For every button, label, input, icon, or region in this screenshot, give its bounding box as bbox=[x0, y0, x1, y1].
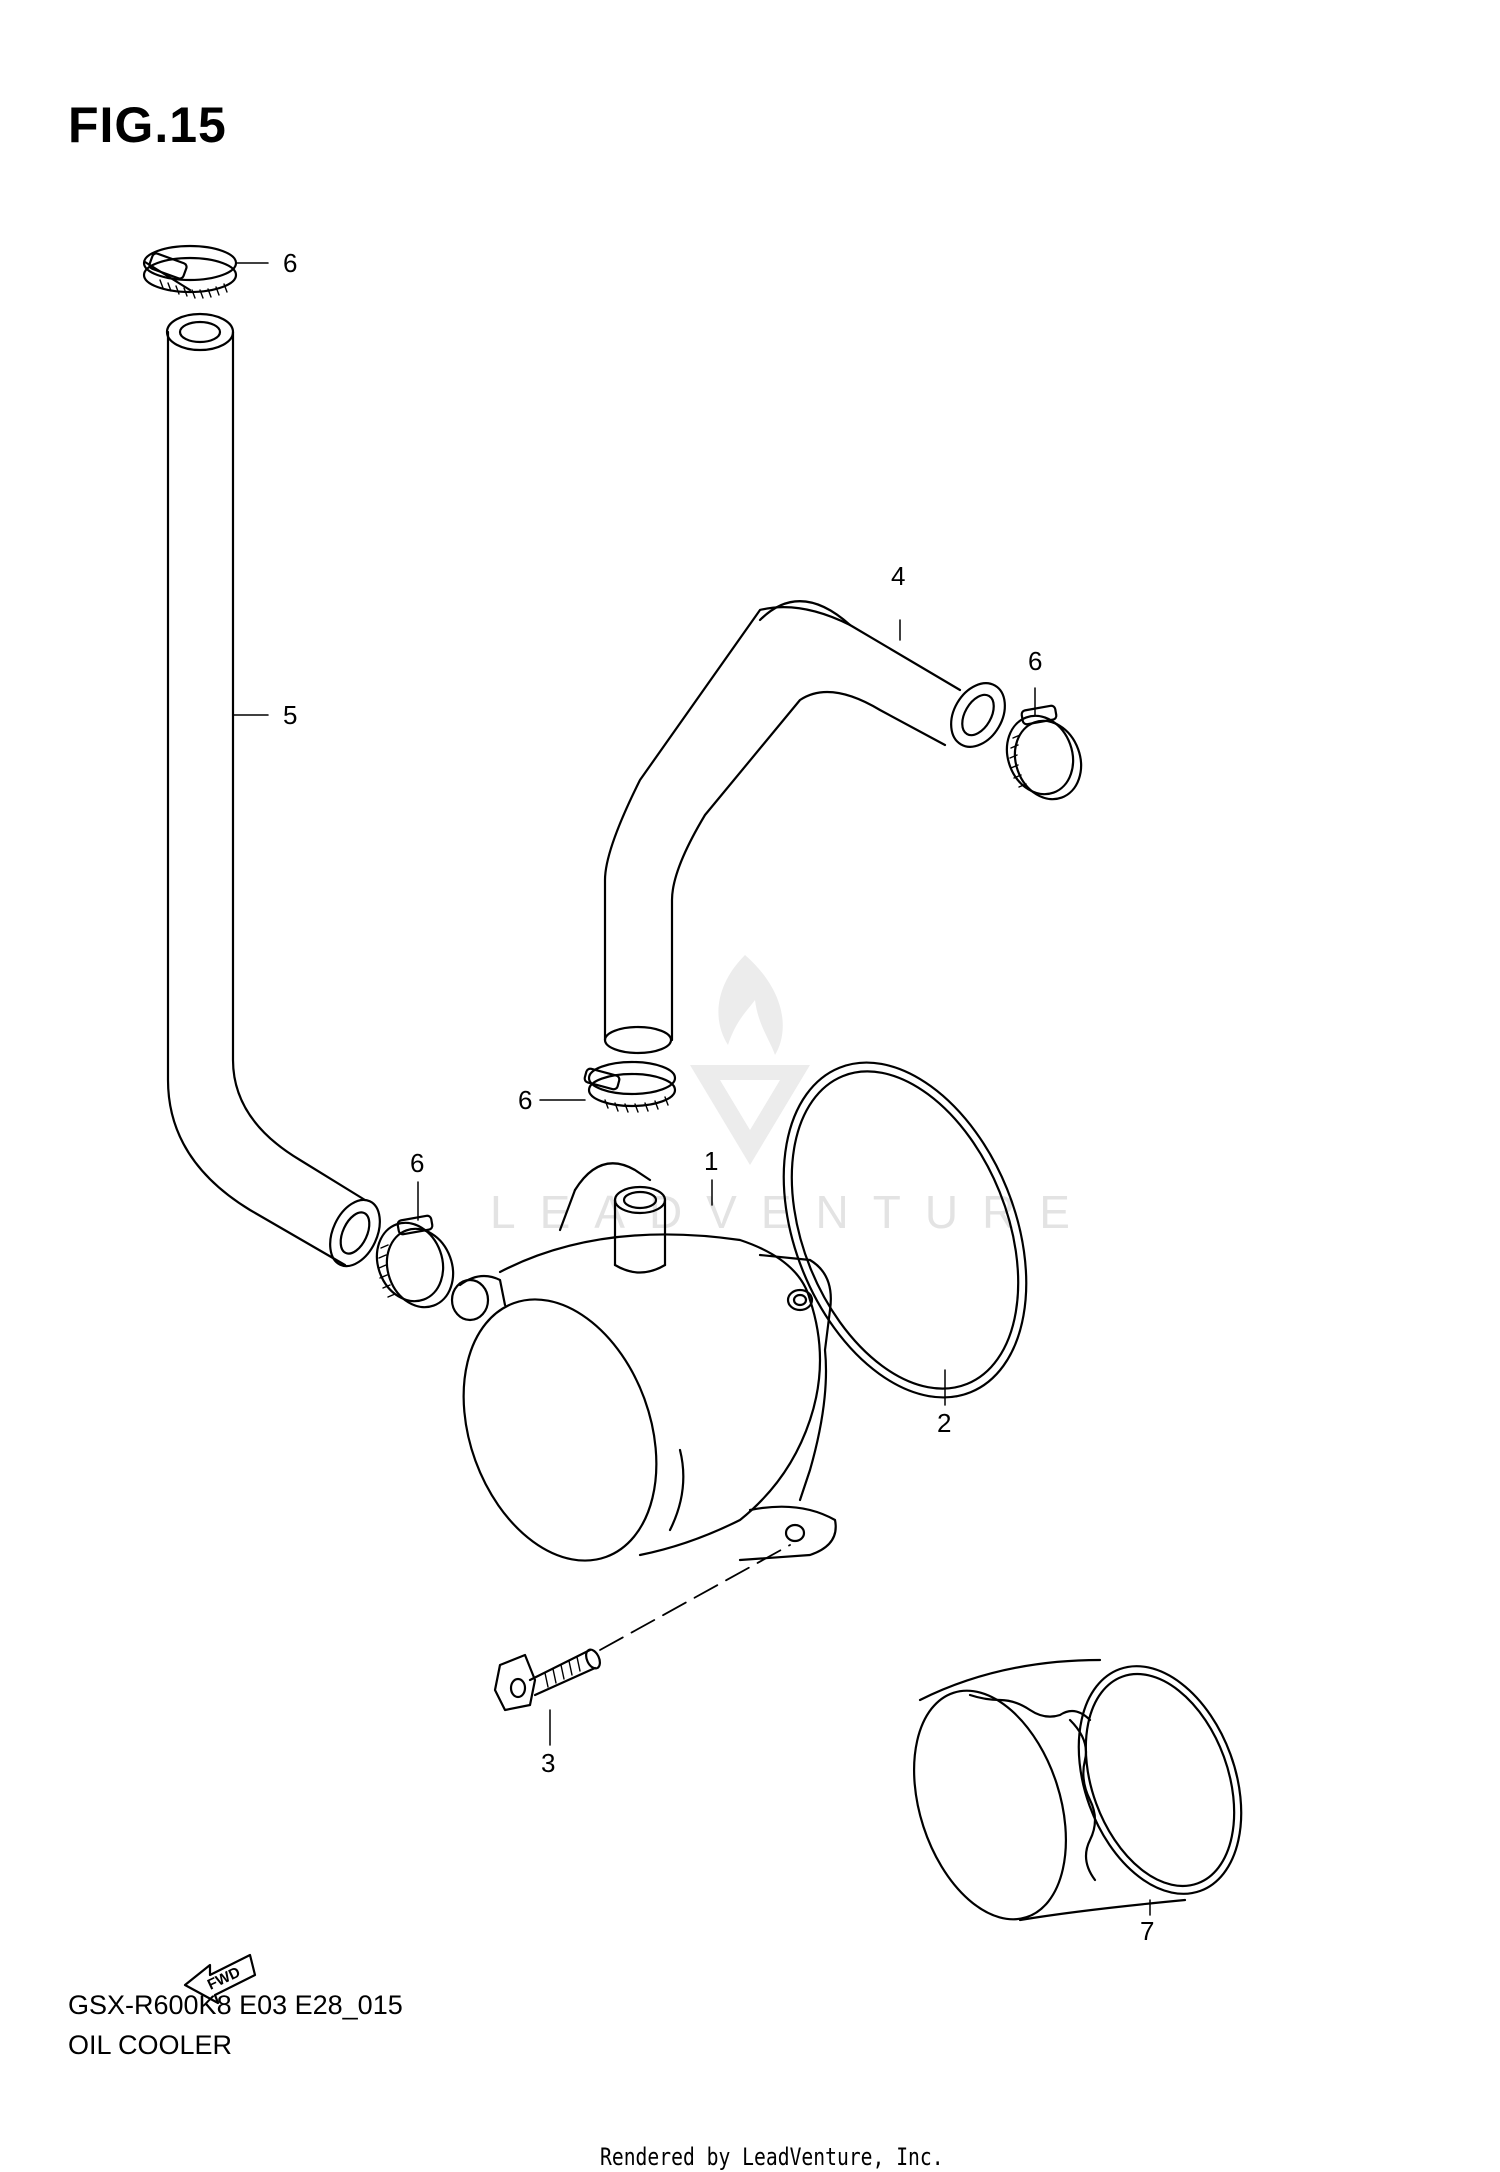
watermark-flame-icon bbox=[718, 955, 783, 1055]
callout-4: 4 bbox=[891, 561, 905, 591]
watermark-text: LEADVENTURE bbox=[490, 1186, 1094, 1238]
figure-title: FIG.15 bbox=[68, 97, 227, 153]
hose-clamp-lower-left bbox=[375, 1214, 455, 1309]
callout-5: 5 bbox=[283, 700, 297, 730]
hose-clamp-middle bbox=[583, 1060, 677, 1113]
o-ring bbox=[782, 1061, 1028, 1399]
hose-clamp-top bbox=[142, 244, 238, 299]
hose-clamp-right bbox=[1005, 704, 1083, 801]
fwd-arrow-icon bbox=[183, 1953, 257, 2005]
callout-6-middle: 6 bbox=[518, 1085, 532, 1115]
callout-6-right: 6 bbox=[1028, 646, 1042, 676]
alignment-dash-line bbox=[599, 1544, 791, 1651]
bolt bbox=[493, 1648, 601, 1712]
callout-1: 1 bbox=[704, 1146, 718, 1176]
section-title: OIL COOLER bbox=[68, 2030, 233, 2060]
oil-filter bbox=[912, 1658, 1243, 1922]
watermark-v-icon bbox=[690, 1065, 810, 1165]
callout-7: 7 bbox=[1140, 1916, 1154, 1946]
callout-6-lower-left: 6 bbox=[410, 1148, 424, 1178]
hose-5 bbox=[165, 312, 381, 1268]
callout-6-top: 6 bbox=[283, 248, 297, 278]
hose-4 bbox=[603, 600, 1006, 1055]
watermark: LEADVENTURE bbox=[490, 955, 1094, 1238]
callout-2: 2 bbox=[937, 1408, 951, 1438]
rendered-by-footer: Rendered by LeadVenture, Inc. bbox=[600, 2143, 944, 2171]
model-code: GSX-R600K8 E03 E28_015 bbox=[68, 1990, 403, 2020]
oil-cooler bbox=[450, 1162, 837, 1562]
callout-3: 3 bbox=[541, 1748, 555, 1778]
